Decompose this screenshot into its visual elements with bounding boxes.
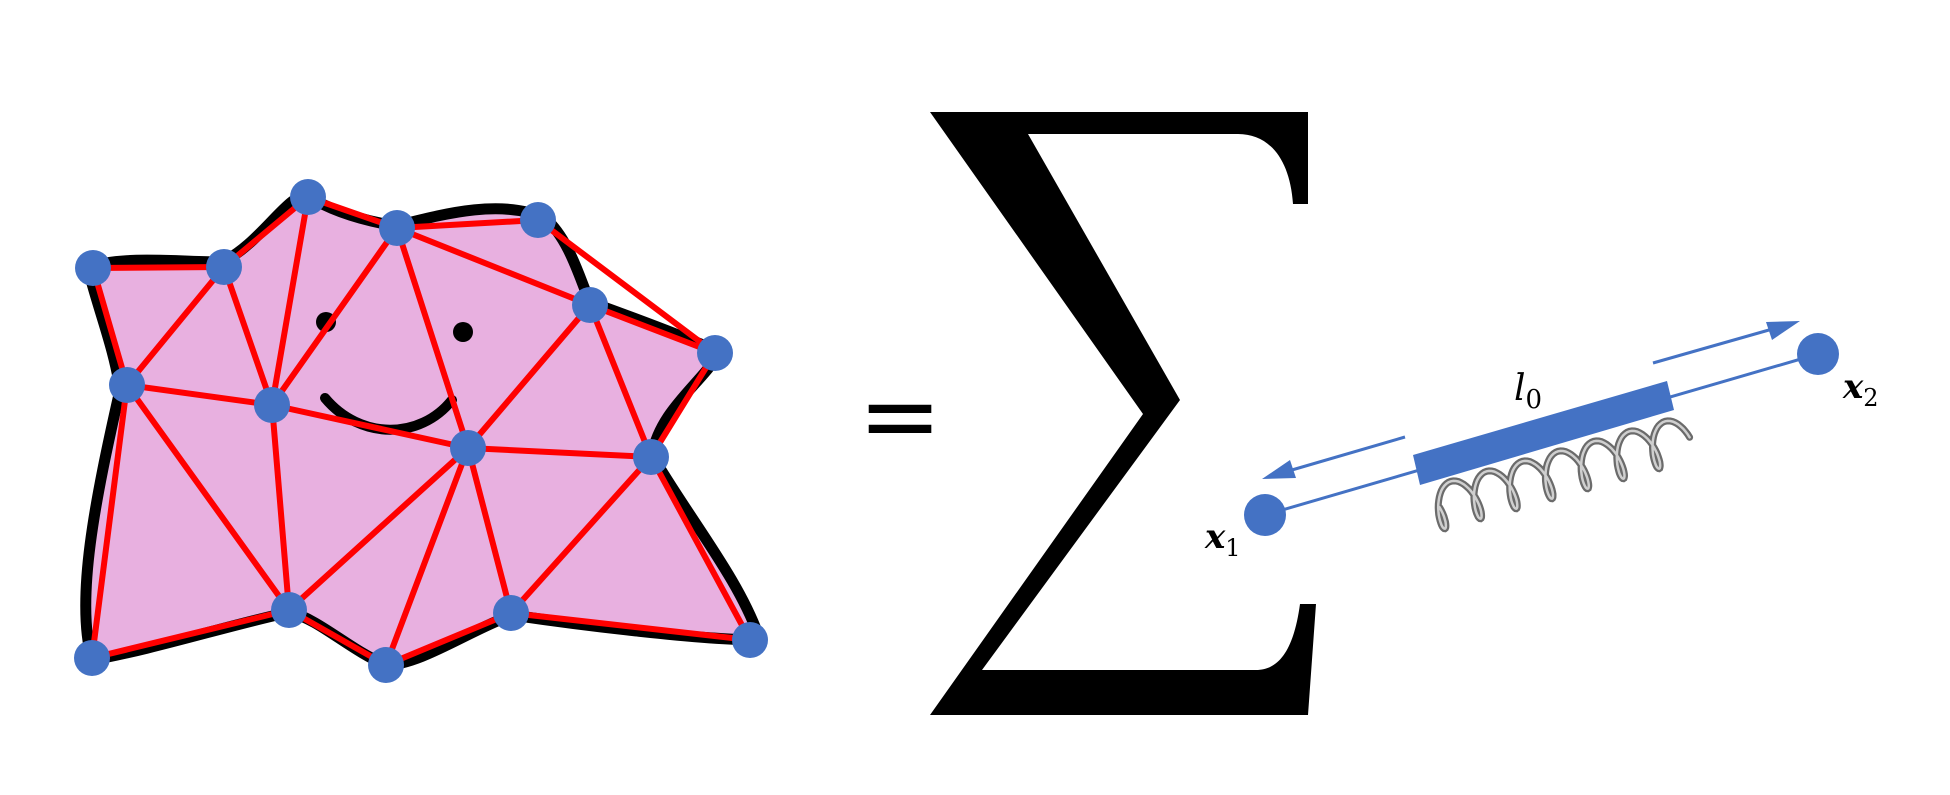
mesh-edges: [89, 194, 753, 668]
mesh-node: [633, 439, 669, 475]
mesh-edge: [269, 194, 311, 408]
arrow-left-head: [1262, 460, 1296, 479]
mesh-edge: [269, 402, 292, 613]
mesh-node: [450, 430, 486, 466]
mesh-edge: [286, 445, 471, 613]
mesh-node: [290, 179, 326, 215]
mesh-edge: [508, 610, 753, 643]
mesh-node: [368, 647, 404, 683]
mesh-node: [271, 592, 307, 628]
mass-node-x2: [1797, 333, 1839, 375]
mesh-edge: [465, 445, 654, 460]
sigma-glyph: [930, 112, 1316, 715]
mesh-node: [493, 595, 529, 631]
coil-spring: [1434, 417, 1694, 533]
mesh-edge: [535, 217, 718, 356]
mesh-edge: [89, 382, 130, 661]
mesh-edge: [269, 225, 400, 408]
mesh-edge: [124, 264, 227, 388]
mesh-edge: [269, 402, 471, 451]
mesh-edge: [124, 382, 275, 408]
mesh-edge: [383, 610, 514, 668]
mesh-edge: [89, 607, 292, 661]
coil-spring-highlight: [1436, 419, 1691, 531]
mesh-edge: [221, 264, 275, 408]
mesh-edge: [394, 217, 541, 231]
mesh-edge: [587, 302, 718, 356]
mesh-edge: [648, 350, 718, 460]
mesh-node: [254, 387, 290, 423]
equals-sign: =: [858, 357, 942, 474]
mesh-nodes: [74, 179, 768, 683]
mesh-edge: [465, 302, 593, 451]
mesh-edge: [394, 225, 593, 308]
mesh-edge: [221, 194, 311, 270]
mesh-node: [109, 367, 145, 403]
rest-length-label: l0: [1514, 368, 1542, 415]
mesh-node: [572, 287, 608, 323]
mesh-node: [75, 250, 111, 286]
spring-element: l0 x1 x2: [1204, 321, 1879, 562]
x1-label: x1: [1204, 517, 1241, 562]
mesh-edge: [286, 607, 389, 668]
mesh-edge: [508, 454, 654, 616]
mesh-edge: [648, 454, 753, 643]
mass-node-x1: [1244, 494, 1286, 536]
mesh-edge: [394, 225, 471, 451]
x2-label: x2: [1842, 367, 1879, 412]
mesh-node: [206, 249, 242, 285]
smiley-eye-right: [453, 322, 473, 342]
mesh-node: [379, 210, 415, 246]
mesh-node: [732, 622, 768, 658]
arrow-right-head: [1766, 321, 1800, 340]
mesh-edge: [383, 445, 471, 668]
mesh-node: [697, 335, 733, 371]
mesh-edge: [90, 264, 227, 271]
mesh-edge: [124, 382, 292, 613]
mesh-edge: [465, 445, 514, 616]
mesh-node: [520, 202, 556, 238]
summation-symbol: [930, 112, 1316, 715]
mesh-edge: [90, 265, 130, 388]
rest-length-bar: [1413, 381, 1674, 485]
arrow-right: [1652, 321, 1800, 365]
mesh-edge: [587, 302, 654, 460]
mesh-node: [74, 640, 110, 676]
arrow-left: [1262, 435, 1406, 479]
